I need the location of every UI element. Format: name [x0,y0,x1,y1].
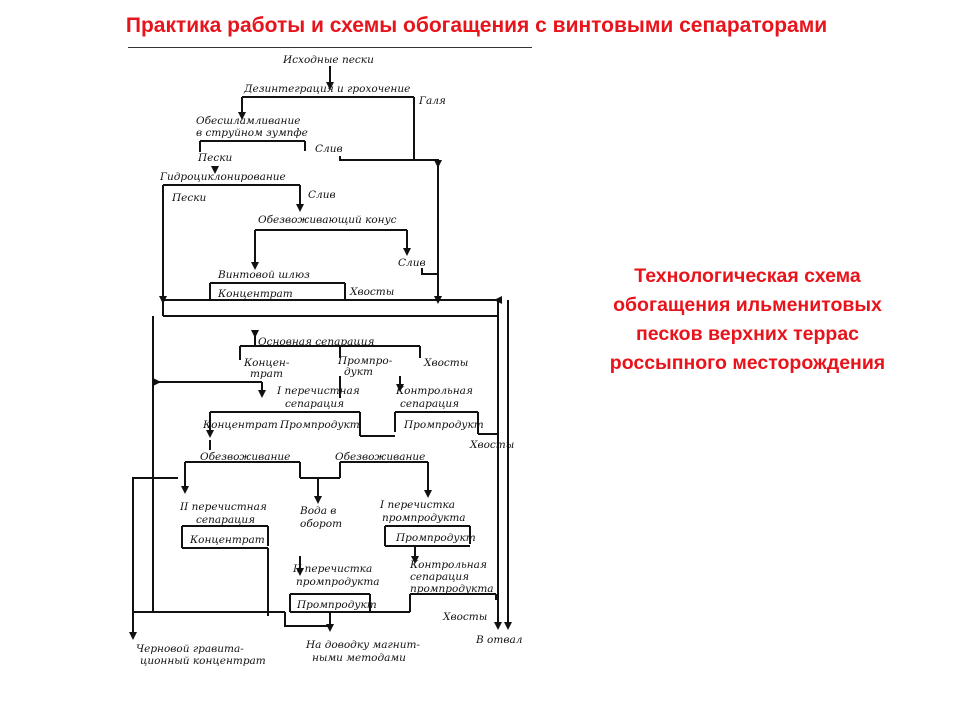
caption-line: песков верхних террас [635,323,860,345]
label-midclean2-1: II перечистка [292,563,372,575]
flow-arrow [494,296,502,304]
label-source: Исходные пески [282,54,374,66]
label-scav-mid: Промпродукт [403,419,484,431]
label-midclean1-mid: Промпродукт [395,532,476,544]
label-overflow-1: Слив [315,143,343,155]
flow-arrow [181,486,189,494]
label-clean1-1: I перечистная [276,385,360,397]
label-disintegration: Дезинтеграция и грохочение [243,83,410,95]
label-scav-1: Контрольная [395,385,473,397]
flow-arrows [129,82,512,640]
flow-line [339,156,439,300]
label-midscav-2: сепарация [410,571,469,583]
label-water-1: Вода в [299,505,336,517]
label-water-2: оборот [300,518,342,530]
slide-title: Практика работы и схемы обогащения с вин… [125,14,828,37]
flow-arrow [251,330,259,338]
flow-arrow [238,112,246,120]
label-rough-conc-2: ционный концентрат [140,655,266,667]
flow-arrow [504,622,512,630]
label-dewater-a: Обезвоживание [200,451,290,463]
label-magnetic-2: ными методами [312,652,406,664]
label-sluice-conc: Концентрат [217,288,293,300]
flow-arrow [424,490,432,498]
label-midscav-tails: Хвосты [442,611,487,623]
label-desliming-1: Обесшламливание [196,115,300,127]
label-main-conc-1: Концен- [243,357,290,369]
flow-line [132,477,178,612]
label-main-sep: Основная сепарация [258,336,374,348]
title-underline [128,47,532,48]
flow-line [284,612,330,627]
label-clean1-mid: Промпродукт [279,419,360,431]
label-clean1-2: сепарация [285,398,344,410]
label-clean2-conc: Концентрат [189,534,265,546]
flow-arrow [411,556,419,564]
label-overflow-3: Слив [398,257,426,269]
flow-arrow [211,166,219,174]
caption-line: обогащения ильменитовых [613,294,882,316]
label-main-conc-2: трат [250,368,283,380]
flow-arrow [326,624,334,632]
flow-arrow [129,632,137,640]
flow-arrow [258,390,266,398]
flow-arrow [494,622,502,630]
label-main-mid-2: дукт [344,366,373,378]
label-midclean2-mid: Промпродукт [296,599,377,611]
flow-arrow [206,430,214,438]
label-clean1-conc: Концентрат [202,419,278,431]
flow-arrow [296,204,304,212]
label-clean2-2: сепарация [196,514,255,526]
flow-labels: Исходные пески Дезинтеграция и грохочени… [136,54,522,667]
label-midclean1-1: I перечистка [379,499,455,511]
flow-lines [132,66,509,632]
label-desliming-2: в струйном зумпфе [196,127,308,139]
label-hydrocyclone: Гидроциклонирование [159,171,286,183]
flow-line [421,268,438,275]
label-dewater-b: Обезвоживание [335,451,425,463]
label-midclean1-2: промпродукта [382,512,466,524]
slide-caption: Технологическая схема обогащения ильмени… [570,262,925,378]
flow-arrow [434,296,442,304]
label-clean2-1: II перечистная [179,501,267,513]
label-rough-conc-1: Черновой гравита- [136,643,244,655]
flow-arrow [153,378,161,386]
flow-arrow [326,82,334,90]
flow-arrow [396,384,404,392]
label-main-mid-1: Промпро- [337,355,393,367]
label-overflow-2: Слив [308,189,336,201]
flow-arrow [314,496,322,504]
label-midscav-1: Контрольная [409,559,487,571]
label-sands-1: Пески [197,152,233,164]
label-scav-tails: Хвосты [469,439,514,451]
flow-arrow [251,262,259,270]
caption-line: россыпного месторождения [609,352,886,374]
label-midscav-3: промпродукта [410,583,494,595]
label-sluice-tails: Хвосты [349,286,394,298]
label-sands-2: Пески [171,192,207,204]
label-dewatering-cone: Обезвоживающий конус [258,214,397,226]
label-pebbles: Галя [418,95,446,107]
flow-arrow [434,160,442,168]
label-main-tails: Хвосты [423,357,468,369]
label-magnetic-1: На доводку магнит- [305,639,420,651]
label-sluice: Винтовой шлюз [217,269,310,281]
label-dump: В отвал [475,634,522,646]
label-midclean2-2: промпродукта [296,576,380,588]
flow-arrow [159,296,167,304]
label-scav-2: сепарация [400,398,459,410]
flow-arrow [403,248,411,256]
caption-line: Технологическая схема [634,265,861,287]
flow-arrow [296,568,304,576]
